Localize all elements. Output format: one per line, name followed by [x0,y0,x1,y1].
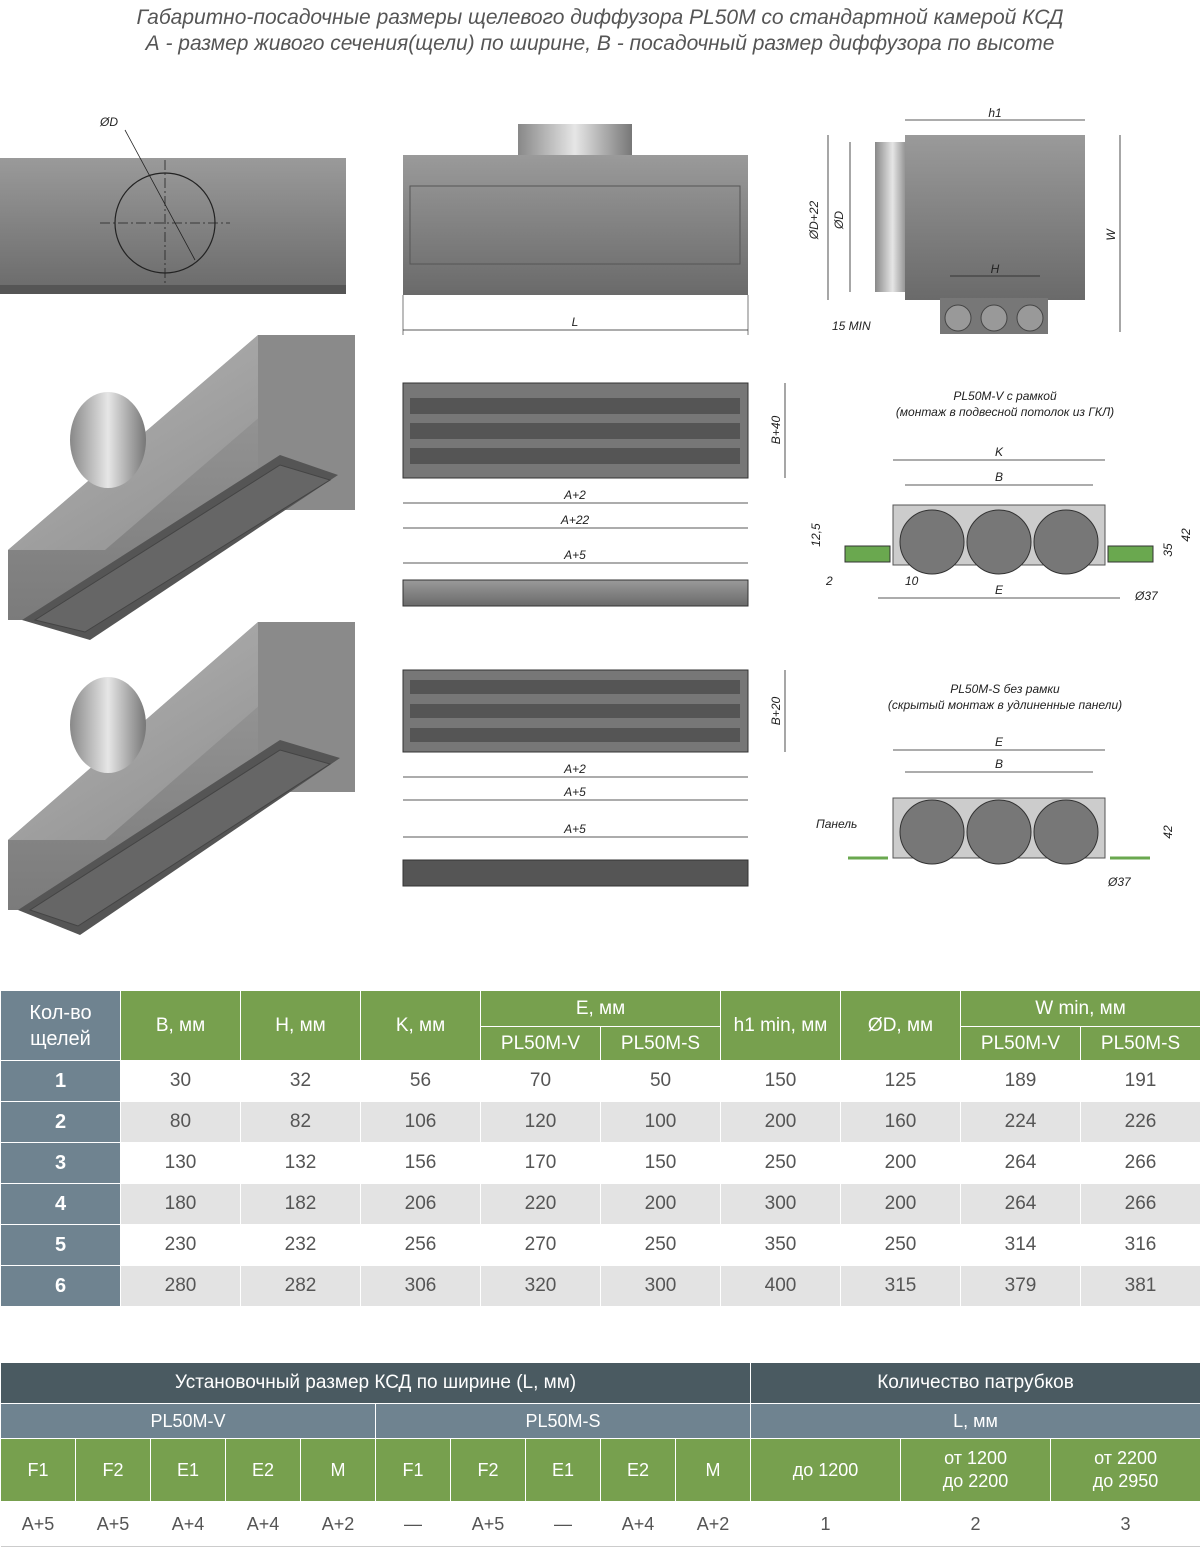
isometric-view-v [8,335,355,640]
label-37-s: Ø37 [1107,875,1132,889]
th-count: Кол-во щелей [0,990,121,1061]
install-table: Установочный размер КСД по ширине (L, мм… [0,1362,1200,1547]
th-nozzles-title: Количество патрубков [750,1362,1200,1404]
header-line-2: А - размер живого сечения(щели) по ширин… [145,32,1055,55]
front-grille-v: B+40 A+2 A+22 A+5 [402,382,786,607]
th-h1: h1 min, мм [720,990,842,1061]
label-L: L [572,315,579,329]
th-h: H, мм [240,990,361,1061]
label-10: 10 [905,574,919,588]
label-h1: h1 [988,106,1001,120]
th-install-title: Установочный размер КСД по ширине (L, мм… [0,1362,752,1404]
th-w-v: PL50M-V [960,1026,1082,1061]
technical-drawings: ØD L h1 ØD+22 ØD W H 15 MIN [0,106,1193,935]
th-group-v: PL50M-V [0,1403,376,1439]
th-e-v: PL50M-V [480,1026,601,1061]
label-42-v: 42 [1179,528,1193,542]
label-35: 35 [1161,543,1175,557]
s-title: PL50M-S без рамки [950,682,1060,696]
end-view-plenum: h1 ØD+22 ØD W H 15 MIN [807,106,1121,334]
label-2: 2 [825,574,833,588]
label-diameter: ØD [99,115,118,129]
table-row: A+5 A+5 A+4 A+4 A+2 — A+5 — A+4 A+2 1 2 … [0,1501,1200,1547]
label-panel: Панель [816,817,857,831]
isometric-view-s [8,622,355,935]
label-B-s: B [995,757,1003,771]
th-k: K, мм [360,990,481,1061]
label-37-v: Ø37 [1134,589,1159,603]
dimensions-table: Кол-во щелей B, мм H, мм K, мм E, мм h1 … [0,990,1200,1307]
label-a5-s2: A+5 [563,822,586,836]
section-view-v: PL50M-V с рамкой (монтаж в подвесной пот… [809,389,1193,603]
label-15min: 15 MIN [832,319,871,333]
label-125: 12,5 [809,523,823,547]
label-E-s: E [995,735,1004,749]
side-view-plenum: ØD [0,115,346,294]
th-d: ØD, мм [840,990,962,1061]
th-e: E, мм [479,990,722,1027]
label-42-s: 42 [1161,825,1175,839]
th-w-s: PL50M-S [1080,1026,1200,1061]
label-a22: A+22 [560,513,590,527]
th-b: B, мм [120,990,241,1061]
label-a2-s: A+2 [563,762,586,776]
label-K: K [995,445,1004,459]
label-dia-end: ØD [832,211,846,230]
label-dia22: ØD+22 [807,200,821,240]
v-title: PL50M-V с рамкой [953,389,1057,403]
label-a2-v: A+2 [563,488,586,502]
th-e-s: PL50M-S [599,1026,722,1061]
label-b40: B+40 [769,415,783,444]
section-view-s: PL50M-S без рамки (скрытый монтаж в удли… [816,682,1175,889]
label-E-v: E [995,583,1004,597]
th-w: W min, мм [960,990,1200,1027]
v-subtitle: (монтаж в подвесной потолок из ГКЛ) [896,405,1114,419]
front-view-plenum: L [402,124,749,335]
th-l-mm: L, мм [750,1403,1200,1439]
label-b20: B+20 [769,696,783,725]
header-line-1: Габаритно-посадочные размеры щелевого ди… [136,6,1064,29]
th-group-s: PL50M-S [374,1403,752,1439]
label-a5-s1: A+5 [563,785,586,799]
label-B-v: B [995,470,1003,484]
s-subtitle: (скрытый монтаж в удлиненные панели) [888,698,1122,712]
label-W: W [1104,228,1118,241]
front-grille-s: B+20 A+2 A+5 A+5 [402,669,786,887]
label-a5-v: A+5 [563,548,586,562]
label-H: H [991,262,1000,276]
